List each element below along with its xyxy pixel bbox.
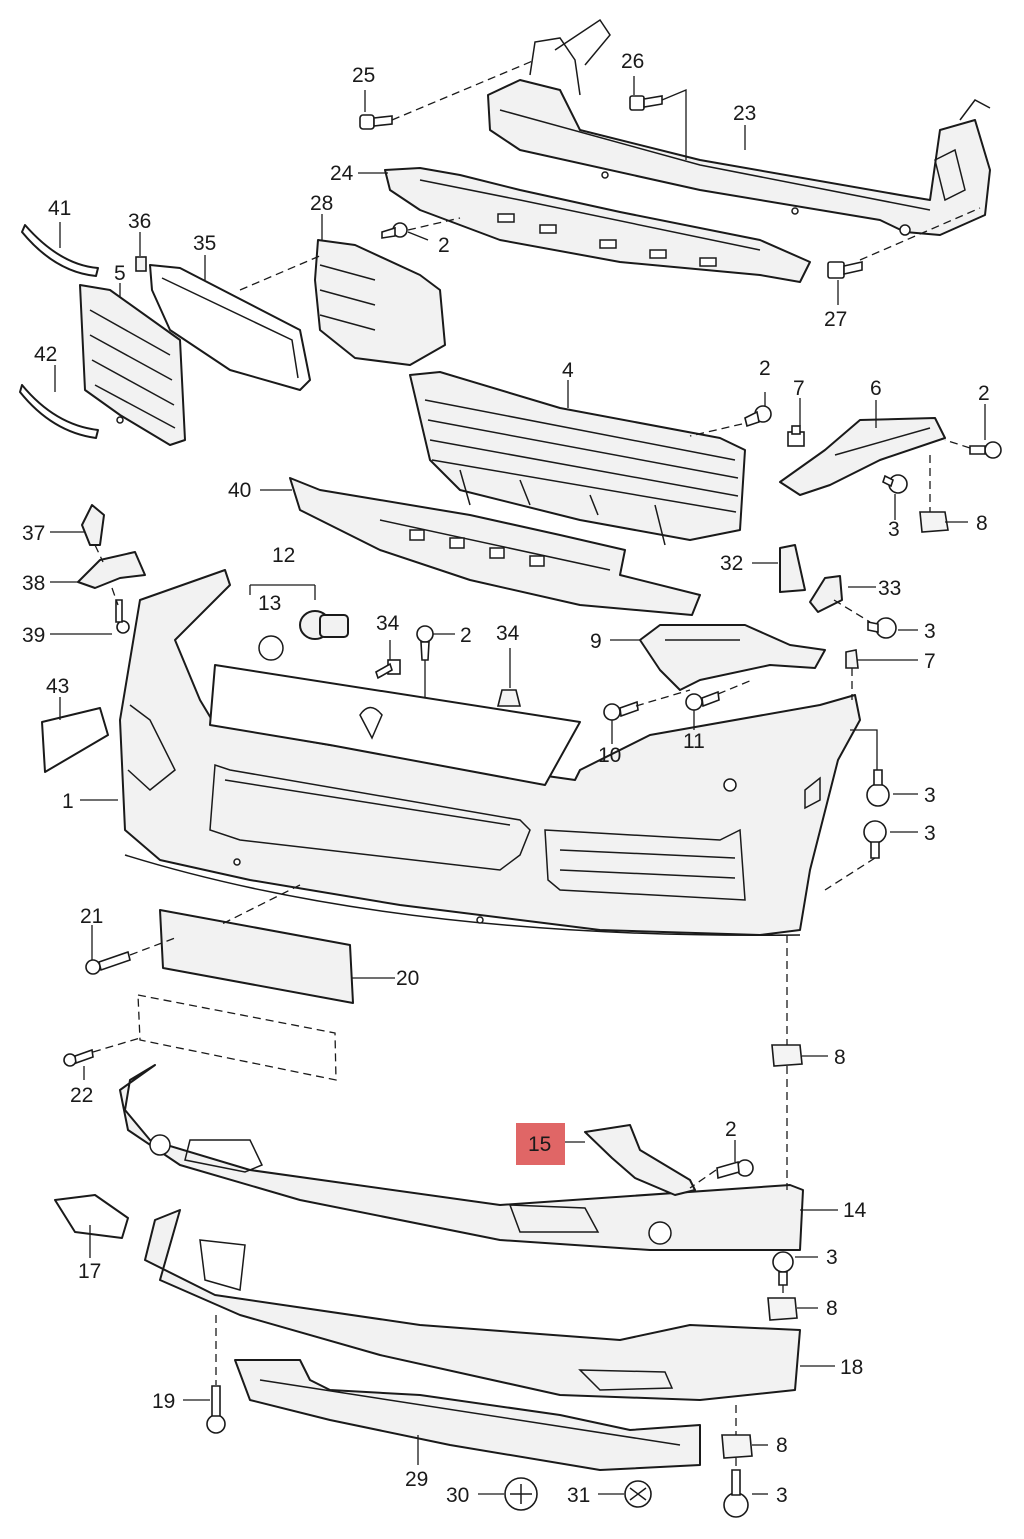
callout-26[interactable]: 26 <box>621 50 644 73</box>
part-29-underbody-panel <box>234 1359 701 1471</box>
part-36-clip <box>135 256 147 272</box>
callout-11[interactable]: 11 <box>683 730 705 753</box>
callout-8-lower[interactable]: 8 <box>776 1434 788 1457</box>
callout-40[interactable]: 40 <box>228 479 251 502</box>
part-40-mount-bar <box>289 477 701 616</box>
part-42-trim-strip <box>19 384 99 439</box>
callout-8-spoiler[interactable]: 8 <box>826 1297 838 1320</box>
callout-18[interactable]: 18 <box>840 1356 863 1379</box>
leader-lines <box>50 59 986 1495</box>
callout-8-mid[interactable]: 8 <box>834 1046 846 1069</box>
callout-3-bottom[interactable]: 3 <box>776 1484 788 1507</box>
callout-7-upper[interactable]: 7 <box>793 377 805 400</box>
part-9-side-bracket <box>639 624 826 691</box>
callout-37[interactable]: 37 <box>22 522 45 545</box>
part-32-clip <box>779 544 806 593</box>
callout-28[interactable]: 28 <box>310 192 333 215</box>
part-20-plate-base <box>159 909 354 1004</box>
callout-22[interactable]: 22 <box>70 1084 93 1107</box>
part-5-side-grille-left <box>79 284 186 446</box>
callout-34-left[interactable]: 34 <box>376 612 400 635</box>
callout-33[interactable]: 33 <box>878 577 901 600</box>
part-17-cap <box>54 1194 129 1239</box>
part-13-cap <box>258 635 284 661</box>
callout-13[interactable]: 13 <box>258 592 281 615</box>
callout-10[interactable]: 10 <box>598 744 621 767</box>
callout-2-grille[interactable]: 2 <box>759 357 771 380</box>
callout-6[interactable]: 6 <box>870 377 882 400</box>
callout-34-right[interactable]: 34 <box>496 622 520 645</box>
callout-35[interactable]: 35 <box>193 232 216 255</box>
callout-3-bracket[interactable]: 3 <box>888 518 900 541</box>
part-28-air-duct <box>314 239 446 366</box>
part-18-spoiler-lip <box>144 1209 801 1401</box>
callout-24[interactable]: 24 <box>330 162 354 185</box>
callout-2-center[interactable]: 2 <box>460 624 472 647</box>
callout-38[interactable]: 38 <box>22 572 45 595</box>
callout-2-right[interactable]: 2 <box>978 382 990 405</box>
callout-12[interactable]: 12 <box>272 544 295 567</box>
part-34-rubber-plug <box>496 689 522 707</box>
callout-41[interactable]: 41 <box>48 197 71 220</box>
callout-2-lower[interactable]: 2 <box>725 1118 737 1141</box>
part-43-film <box>41 707 109 773</box>
callout-3-spoiler[interactable]: 3 <box>826 1246 838 1269</box>
part-35-grille-frame <box>149 264 311 391</box>
callout-27[interactable]: 27 <box>824 308 847 331</box>
callout-21[interactable]: 21 <box>80 905 103 928</box>
callout-20[interactable]: 20 <box>396 967 419 990</box>
part-23-bumper-carrier <box>487 18 991 236</box>
callout-15-highlighted[interactable]: 15 <box>528 1133 551 1156</box>
part-38-bracket <box>77 551 146 589</box>
callout-39[interactable]: 39 <box>22 624 45 647</box>
callout-43[interactable]: 43 <box>46 675 69 698</box>
part-33-clip <box>809 575 843 613</box>
callout-3-clip[interactable]: 3 <box>924 620 936 643</box>
part-37-bracket <box>81 504 105 546</box>
callout-3-lower-pair[interactable]: 3 <box>924 822 936 845</box>
callout-4[interactable]: 4 <box>562 359 574 382</box>
callout-8-upper[interactable]: 8 <box>976 512 988 535</box>
callout-5[interactable]: 5 <box>114 262 126 285</box>
callout-1[interactable]: 1 <box>62 790 74 813</box>
part-15-bracket <box>584 1124 696 1196</box>
callout-31[interactable]: 31 <box>567 1484 590 1507</box>
callout-32[interactable]: 32 <box>720 552 743 575</box>
part-12-parking-sensor <box>299 610 349 640</box>
callout-2-upper-left[interactable]: 2 <box>438 234 450 257</box>
callout-29[interactable]: 29 <box>405 1468 428 1491</box>
callout-7-lower[interactable]: 7 <box>924 650 936 673</box>
fasteners <box>63 95 1002 1518</box>
part-1-bumper-cover <box>119 569 861 936</box>
plate-outline-dashed <box>137 994 337 1081</box>
part-14-spoiler <box>119 1064 804 1251</box>
callout-30[interactable]: 30 <box>446 1484 469 1507</box>
callout-3-upper-pair[interactable]: 3 <box>924 784 936 807</box>
callout-9[interactable]: 9 <box>590 630 602 653</box>
part-41-trim-strip <box>21 224 99 277</box>
callout-36[interactable]: 36 <box>128 210 151 233</box>
callout-23[interactable]: 23 <box>733 102 756 125</box>
callout-14[interactable]: 14 <box>843 1199 867 1222</box>
callout-42[interactable]: 42 <box>34 343 57 366</box>
part-4-center-grille <box>409 371 746 546</box>
callout-19[interactable]: 19 <box>152 1390 175 1413</box>
callouts: 25 26 23 24 41 36 28 2 35 5 27 42 4 2 7 … <box>22 50 990 1507</box>
callout-25[interactable]: 25 <box>352 64 375 87</box>
highlight-box-15 <box>516 1123 565 1165</box>
part-24-absorber <box>384 167 811 283</box>
callout-17[interactable]: 17 <box>78 1260 101 1283</box>
part-6-bracket-right <box>779 417 946 496</box>
